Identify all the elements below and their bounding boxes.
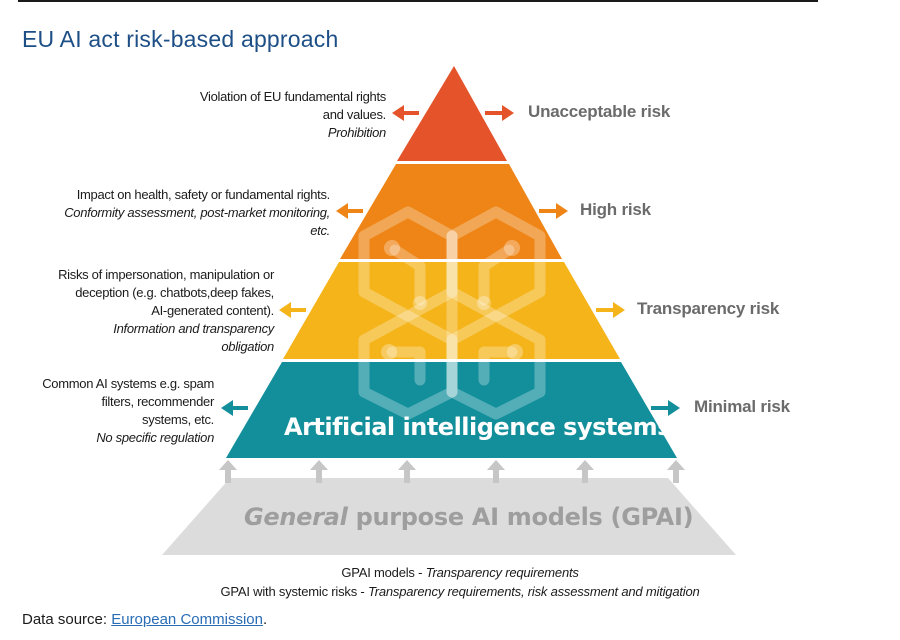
gpai-note-2: GPAI with systemic risks - Transparency …	[220, 584, 700, 599]
gpai-notes: GPAI models - Transparency requirements …	[200, 563, 720, 601]
top-rule	[18, 0, 818, 2]
arrow-right-icon	[485, 105, 514, 121]
arrow-up-icon	[310, 460, 328, 483]
gpai-note-1: GPAI models - Transparency requirements	[341, 565, 579, 580]
tier-minimal	[226, 362, 677, 458]
risk-label-unacceptable: Unacceptable risk	[528, 102, 671, 121]
tier-unacceptable	[397, 66, 507, 161]
arrow-right-icon	[651, 400, 680, 416]
arrow-up-icon	[576, 460, 594, 483]
arrow-right-icon	[596, 302, 625, 318]
risk-label-minimal: Minimal risk	[694, 397, 790, 416]
arrow-left-icon	[392, 105, 419, 121]
data-source: Data source: European Commission.	[22, 611, 267, 628]
brain-circuit-nodes	[381, 240, 523, 360]
tier-desc-high: Impact on health, safety or fundamental …	[64, 187, 330, 238]
risk-label-high: High risk	[580, 200, 651, 219]
risk-label-transparency: Transparency risk	[637, 299, 780, 318]
left-arrows	[221, 105, 419, 416]
arrow-up-icon	[487, 460, 505, 483]
source-suffix: .	[262, 611, 268, 628]
ai-systems-label: Artificial intelligence systems	[284, 413, 671, 441]
arrow-up-icon	[398, 460, 416, 483]
source-link[interactable]: European Commission	[111, 611, 263, 628]
arrow-right-icon	[539, 203, 568, 219]
gpai-label-part2: purpose AI models (GPAI)	[355, 503, 694, 531]
gpai-label: General purpose AI models (GPAI)	[244, 503, 694, 531]
arrow-up-icon	[219, 460, 237, 483]
gpai-label-part1: General	[244, 503, 348, 531]
arrow-up-icon	[667, 460, 685, 483]
gpai-up-arrows	[219, 460, 685, 483]
arrow-left-icon	[279, 302, 306, 318]
tier-desc-unacceptable: Violation of EU fundamental rights and v…	[199, 89, 386, 140]
tier-desc-minimal: Common AI systems e.g. spam filters, rec…	[42, 376, 214, 445]
arrow-left-icon	[336, 203, 363, 219]
tier-high	[340, 164, 562, 259]
brain-circuit-icon	[358, 206, 546, 420]
arrow-left-icon	[221, 400, 248, 416]
tier-desc-transparency: Risks of impersonation, manipulation or …	[58, 267, 274, 354]
gpai-base	[162, 478, 736, 555]
page-title: EU AI act risk-based approach	[22, 26, 339, 52]
source-prefix: Data source:	[22, 611, 112, 628]
right-arrows	[485, 105, 680, 416]
tier-transparency	[283, 262, 620, 359]
